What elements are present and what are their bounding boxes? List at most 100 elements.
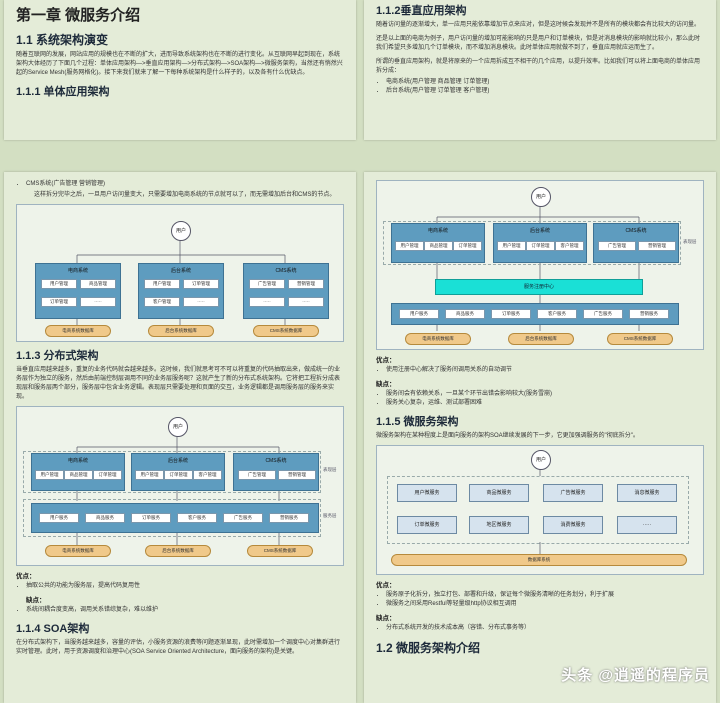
module-box: 订单管理 [183, 279, 219, 289]
distributed-paragraph: 当垂直应用越来越多，重复的业务代码就会越来越多。这时候，我们就思考可不可以将重复… [16, 367, 341, 400]
system-box: 电商系统 用户管理 商品管理 订单管理 [391, 223, 485, 263]
cons-label: 缺点： [376, 615, 396, 622]
database-system: 数据库系统 [391, 554, 687, 566]
system-box: CMS系统 广告管理 营销管理 ····· ····· [243, 263, 329, 319]
layer-label: 服务层 [323, 513, 337, 518]
system-box: 后台系统 用户管理 订单管理 客户管理 [131, 453, 225, 491]
system-box: 后台系统 用户管理 订单管理 客户管理 ····· [138, 263, 224, 319]
soa-architecture-diagram: 用户 表现层 电商系统 用户管理 商品管理 订单管理 后台系统 用户管理 订单管… [376, 180, 704, 350]
module-box: ····· [80, 297, 116, 307]
microservice-box: 地区微服务 [469, 516, 529, 534]
module-box: 广告管理 [598, 241, 636, 251]
section-1-1-2-title: 1.1.2垂直应用架构 [376, 5, 467, 17]
list-item: CMS系统(广告管理 营销管理) [26, 180, 356, 189]
module-box: 用户管理 [395, 241, 424, 251]
service-box: 商品服务 [85, 513, 125, 523]
module-box: 商品管理 [424, 241, 453, 251]
list-item: 电商系统(用户管理 商品管理 订单管理) [386, 78, 716, 87]
module-box: 营销管理 [278, 470, 316, 480]
list-item: 抽取公共的功能为服务层，提高代码复用性 [26, 582, 356, 591]
section-1-2-title: 1.2 微服务架构介绍 [376, 641, 481, 655]
cons-label: 缺点： [26, 597, 46, 604]
module-box: 商品管理 [80, 279, 116, 289]
module-box: ····· [288, 297, 324, 307]
microservice-box: 用户微服务 [397, 484, 457, 502]
database-icon: 后台系统数据库 [148, 325, 214, 337]
service-layer [23, 499, 321, 537]
database-icon: CMS系统数据库 [247, 545, 313, 557]
database-icon: CMS系统数据库 [607, 333, 673, 345]
system-box: 电商系统 用户管理 商品管理 订单管理 ····· [35, 263, 121, 319]
module-box: 广告管理 [249, 279, 285, 289]
layer-label: 表现层 [683, 239, 697, 244]
database-icon: 后台系统数据库 [145, 545, 211, 557]
list-item: 分布式系统开发的技术成本高（容错、分布式事务等） [386, 624, 716, 633]
vertical-list: 电商系统(用户管理 商品管理 订单管理) 后台系统(用户管理 订单管理 客户管理… [386, 78, 716, 96]
pros-list: 抽取公共的功能为服务层，提高代码复用性 [26, 582, 356, 591]
service-box: 用户服务 [399, 309, 439, 319]
pros-list: 使用注册中心解决了服务间调用关系的自动调节 [386, 366, 716, 375]
service-box: 客户服务 [537, 309, 577, 319]
section-1-1-4-title: 1.1.4 SOA架构 [16, 623, 90, 635]
module-box: 订单管理 [41, 297, 77, 307]
chapter-title: 第一章 微服务介绍 [16, 7, 141, 24]
service-box: 用户服务 [39, 513, 79, 523]
list-item: 微服务之间采用Restful等轻量级http协议相互调用 [386, 600, 716, 609]
system-box: 电商系统 用户管理 商品管理 订单管理 [31, 453, 125, 491]
soa-paragraph: 在分布式架构下，当服务越来越多，容量的评估，小服务资源的浪费等问题逐渐显现，此时… [16, 640, 341, 655]
user-icon: 用户 [168, 417, 188, 437]
service-box: 营销服务 [629, 309, 669, 319]
module-box: 用户管理 [135, 470, 164, 480]
module-box: 用户管理 [35, 470, 64, 480]
page-1: 第一章 微服务介绍 1.1 系统架构演变 随着互联网的发展，网站应用的规模也在不… [4, 0, 356, 140]
section-1-1-1-title: 1.1.1 单体应用架构 [16, 86, 110, 98]
module-box: 订单管理 [526, 241, 555, 251]
cms-list: CMS系统(广告管理 营销管理) [26, 180, 356, 189]
microservice-box: 消息微服务 [617, 484, 677, 502]
module-box: ····· [249, 297, 285, 307]
layer-label: 表现层 [323, 467, 337, 472]
list-item: 服务间会有依赖关系，一旦某个环节出错会影响较大(服务雪崩) [386, 390, 716, 399]
microservice-box: ····· [617, 516, 677, 534]
section-1-1-title: 1.1 系统架构演变 [16, 33, 109, 47]
vertical-architecture-diagram: 用户 电商系统 用户管理 商品管理 订单管理 ····· 后台系统 用户管理 订… [16, 204, 344, 342]
page-2: 1.1.2垂直应用架构 随着访问量的逐渐增大，单一应用只能依靠增加节点来应对，但… [364, 0, 716, 140]
module-box: 订单管理 [453, 241, 482, 251]
connector-lines [436, 207, 640, 331]
microservice-paragraph: 微服务架构在某种程度上是面向服务的架构SOA继续发展的下一步，它更加强调服务的"… [376, 433, 639, 439]
module-box: 用户管理 [144, 279, 180, 289]
pros-label: 优点： [376, 357, 396, 364]
module-box: 订单管理 [164, 470, 193, 480]
user-icon: 用户 [531, 450, 551, 470]
pros-label: 优点： [376, 582, 396, 589]
vertical-para-2: 还是以上面的电商为例子，用户访问量的增加可能影响的只是用户和订单模块，但是对消息… [376, 36, 701, 51]
microservice-group [387, 476, 689, 544]
cons-list: 分布式系统开发的技术成本高（容错、分布式事务等） [386, 624, 716, 633]
system-box: CMS系统 广告管理 营销管理 [593, 223, 679, 263]
module-box: 营销管理 [638, 241, 676, 251]
database-icon: 电商系统数据库 [45, 545, 111, 557]
module-box: 客户管理 [555, 241, 584, 251]
distributed-architecture-diagram: 用户 表现层 电商系统 用户管理 商品管理 订单管理 后台系统 用户管理 订单管… [16, 406, 344, 566]
module-box: 商品管理 [64, 470, 93, 480]
module-box: ····· [183, 297, 219, 307]
service-box: 订单服务 [131, 513, 171, 523]
page-3: CMS系统(广告管理 营销管理) 这样拆分完毕之后，一旦用户访问量变大，只需要增… [4, 172, 356, 703]
service-box: 订单服务 [491, 309, 531, 319]
service-box: 营销服务 [269, 513, 309, 523]
intro-paragraph: 随着互联网的发展，网站应用的规模也在不断的扩大，进而导致系统架构也在不断的进行变… [16, 52, 343, 76]
module-box: 客户管理 [144, 297, 180, 307]
module-box: 营销管理 [288, 279, 324, 289]
list-item: 服务关心复杂，运维、测试部署困难 [386, 399, 716, 408]
cons-list: 服务间会有依赖关系，一旦某个环节出错会影响较大(服务雪崩) 服务关心复杂，运维、… [386, 390, 716, 408]
module-box: 用户管理 [497, 241, 526, 251]
pros-label: 优点： [16, 573, 36, 580]
pros-list: 服务原子化拆分，独立打包、部署和升级，保证每个微服务清晰的任务划分，利于扩展 微… [386, 591, 716, 609]
vertical-para-3: 所谓的垂直应用架构，就是将原来的一个应用拆成互不相干的几个应用，以提升效率。比如… [376, 59, 701, 74]
service-bar [391, 303, 679, 325]
section-1-1-3-title: 1.1.3 分布式架构 [16, 350, 99, 362]
list-item: 后台系统(用户管理 订单管理 客户管理) [386, 87, 716, 96]
module-box: 广告管理 [238, 470, 276, 480]
system-box: 后台系统 用户管理 订单管理 客户管理 [493, 223, 587, 263]
presentation-layer [383, 221, 681, 265]
